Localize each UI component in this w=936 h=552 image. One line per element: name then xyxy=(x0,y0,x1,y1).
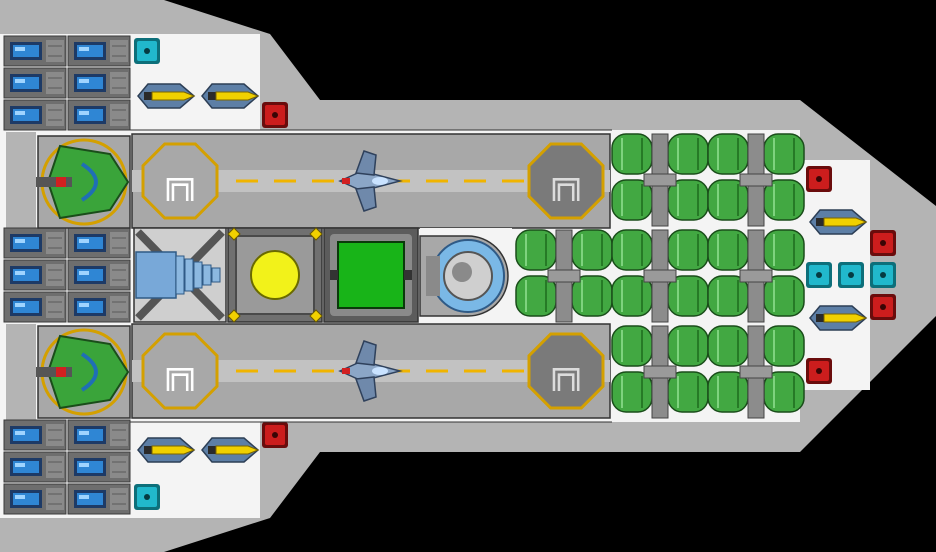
reactor-icon[interactable] xyxy=(227,227,323,323)
fighter-icon[interactable] xyxy=(338,150,403,212)
hull-strip-upper xyxy=(6,132,36,228)
fuel-tank-icon[interactable] xyxy=(667,229,709,271)
fuel-tank-icon[interactable] xyxy=(763,325,805,367)
pipe-connector xyxy=(643,133,677,227)
pad-glyph: ╔╗ xyxy=(547,163,586,201)
fuel-tank-icon[interactable] xyxy=(611,325,653,367)
fuel-tank-icon[interactable] xyxy=(763,275,805,317)
fuel-tank-icon[interactable] xyxy=(611,371,653,413)
pad-glyph: ╔╗ xyxy=(161,163,200,201)
fuel-tank-icon[interactable] xyxy=(571,229,613,271)
thruster-icon[interactable] xyxy=(67,483,131,515)
fuel-tank-icon[interactable] xyxy=(611,275,653,317)
thruster-icon[interactable] xyxy=(3,99,67,131)
helipad-icon[interactable]: ╔╗ xyxy=(527,142,605,220)
fuel-tank-icon[interactable] xyxy=(763,371,805,413)
thruster-icon[interactable] xyxy=(67,99,131,131)
cyan-module-icon[interactable] xyxy=(870,262,896,288)
pipe-connector xyxy=(739,229,773,323)
hull-strip-lower xyxy=(6,324,36,420)
missile-icon[interactable] xyxy=(201,437,260,463)
thruster-icon[interactable] xyxy=(3,291,67,323)
pad-glyph: ╔╗ xyxy=(547,353,586,391)
pipe-connector xyxy=(643,229,677,323)
helipad-icon[interactable]: ╔╗ xyxy=(141,142,219,220)
fuel-tank-icon[interactable] xyxy=(611,133,653,175)
fuel-tank-icon[interactable] xyxy=(515,229,557,271)
fuel-tank-icon[interactable] xyxy=(667,325,709,367)
thruster-icon[interactable] xyxy=(67,291,131,323)
thruster-icon[interactable] xyxy=(67,259,131,291)
missile-icon[interactable] xyxy=(137,83,196,109)
turret-icon[interactable] xyxy=(36,135,131,229)
fuel-tank-icon[interactable] xyxy=(611,229,653,271)
fuel-tank-icon[interactable] xyxy=(763,133,805,175)
missile-icon[interactable] xyxy=(137,437,196,463)
fuel-tank-icon[interactable] xyxy=(763,229,805,271)
red-module-icon[interactable] xyxy=(262,102,288,128)
red-module-icon[interactable] xyxy=(806,166,832,192)
core-icon[interactable] xyxy=(323,227,419,323)
fuel-tank-icon[interactable] xyxy=(667,133,709,175)
cyan-module-icon[interactable] xyxy=(134,484,160,510)
fuel-tank-icon[interactable] xyxy=(611,179,653,221)
pipe-connector xyxy=(547,229,581,323)
thruster-icon[interactable] xyxy=(67,227,131,259)
missile-icon[interactable] xyxy=(809,209,868,235)
fuel-tank-icon[interactable] xyxy=(707,371,749,413)
thruster-icon[interactable] xyxy=(3,483,67,515)
red-module-icon[interactable] xyxy=(262,422,288,448)
missile-icon[interactable] xyxy=(809,305,868,331)
fighter-icon[interactable] xyxy=(338,340,403,402)
shield-icon[interactable] xyxy=(419,228,512,322)
turret-icon[interactable] xyxy=(36,325,131,419)
cyan-module-icon[interactable] xyxy=(134,38,160,64)
helipad-icon[interactable]: ╔╗ xyxy=(141,332,219,410)
missile-icon[interactable] xyxy=(201,83,260,109)
cyan-module-icon[interactable] xyxy=(838,262,864,288)
thruster-icon[interactable] xyxy=(3,227,67,259)
thruster-icon[interactable] xyxy=(67,67,131,99)
fuel-tank-icon[interactable] xyxy=(707,229,749,271)
drill-icon[interactable] xyxy=(133,227,227,323)
fuel-tank-icon[interactable] xyxy=(707,133,749,175)
fuel-tank-icon[interactable] xyxy=(707,325,749,367)
pad-glyph: ╔╗ xyxy=(161,353,200,391)
thruster-icon[interactable] xyxy=(67,419,131,451)
pipe-connector xyxy=(739,133,773,227)
thruster-icon[interactable] xyxy=(3,259,67,291)
red-module-icon[interactable] xyxy=(870,230,896,256)
pipe-connector xyxy=(643,325,677,419)
thruster-icon[interactable] xyxy=(67,451,131,483)
fuel-tank-icon[interactable] xyxy=(763,179,805,221)
hangar-bay-lower: ╔╗ ╔╗ xyxy=(131,323,611,419)
helipad-icon[interactable]: ╔╗ xyxy=(527,332,605,410)
thruster-icon[interactable] xyxy=(67,35,131,67)
thruster-icon[interactable] xyxy=(3,451,67,483)
thruster-icon[interactable] xyxy=(3,419,67,451)
cyan-module-icon[interactable] xyxy=(806,262,832,288)
thruster-icon[interactable] xyxy=(3,35,67,67)
red-module-icon[interactable] xyxy=(870,294,896,320)
thruster-icon[interactable] xyxy=(3,67,67,99)
hangar-bay-upper: ╔╗ ╔╗ xyxy=(131,133,611,229)
red-module-icon[interactable] xyxy=(806,358,832,384)
pipe-connector xyxy=(739,325,773,419)
